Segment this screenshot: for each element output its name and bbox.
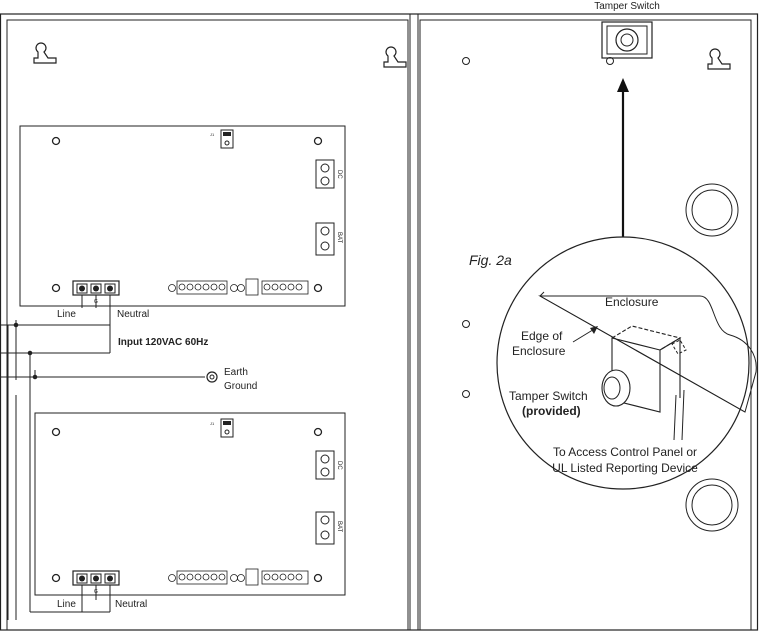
tamper-switch-top-label: Tamper Switch (594, 1, 660, 12)
svg-text:J1: J1 (210, 421, 215, 426)
detail-callout (496, 236, 757, 490)
line-label-top: Line (57, 309, 76, 320)
neutral-label-bottom: Neutral (115, 599, 147, 610)
access-panel-label-2: UL Listed Reporting Device (552, 461, 698, 475)
arrow-to-tamper (617, 78, 629, 240)
enclosure-label: Enclosure (605, 295, 659, 309)
bat-label: BAT (336, 232, 342, 244)
bat-label: BAT (336, 521, 342, 533)
knockout-lower (685, 478, 739, 532)
keyhole-slot-center (383, 46, 407, 68)
hole (462, 390, 470, 398)
keyhole-slot-right (707, 48, 731, 70)
provided-label: (provided) (522, 404, 581, 418)
svg-text:J1: J1 (210, 132, 215, 137)
earth-label: Earth (224, 367, 248, 378)
hole (462, 320, 470, 328)
power-board-bottom: J1 DC BAT G (34, 412, 346, 596)
access-panel-label-1: To Access Control Panel or (553, 445, 697, 459)
hole (462, 57, 470, 65)
figure-label: Fig. 2a (469, 252, 512, 268)
ground-label: Ground (224, 381, 257, 392)
tamper-switch-label: Tamper Switch (509, 389, 588, 403)
edge-of-enclosure-label-2: Enclosure (512, 344, 566, 358)
knockout-upper (685, 183, 739, 237)
input-voltage-label: Input 120VAC 60Hz (118, 337, 208, 348)
keyhole-slot-left (33, 42, 57, 64)
tamper-switch-top (601, 21, 653, 59)
power-board-top: J1 DC BAT G (19, 125, 346, 307)
enclosure-outline (0, 13, 759, 631)
line-label-bottom: Line (57, 599, 76, 610)
neutral-label-top: Neutral (117, 309, 149, 320)
dc-label: DC (336, 170, 342, 179)
dc-label: DC (336, 461, 342, 470)
edge-of-enclosure-label-1: Edge of (521, 329, 563, 343)
wiring (0, 295, 218, 620)
